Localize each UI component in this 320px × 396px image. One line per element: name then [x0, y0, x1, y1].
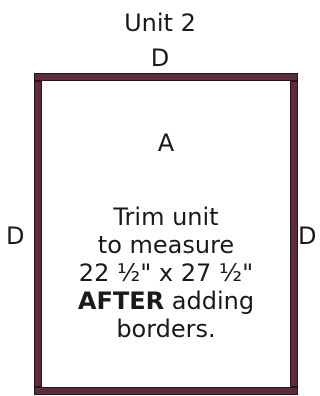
instruction-emphasis: AFTER [77, 287, 165, 315]
unit-title: Unit 2 [124, 9, 196, 37]
border-label-right: D [298, 222, 317, 250]
instruction-line-5: borders. [116, 315, 216, 343]
border-strip-top [34, 73, 298, 81]
trim-instructions: Trim unit to measure 22 ½" x 27 ½" AFTER… [42, 203, 290, 343]
unit-center-label: A [157, 129, 175, 157]
instruction-line-3: 22 ½" x 27 ½" [78, 259, 254, 287]
instruction-line-4: AFTER adding [42, 287, 290, 315]
instruction-line-4-rest: adding [164, 287, 255, 315]
border-strip-right [290, 81, 298, 387]
border-label-left: D [6, 222, 25, 250]
border-strip-left [34, 81, 42, 387]
instruction-line-2: to measure [97, 231, 235, 259]
unit-center-block: A Trim unit to measure 22 ½" x 27 ½" AFT… [42, 81, 290, 387]
instruction-line-1: Trim unit [113, 203, 219, 231]
border-strip-bottom [34, 387, 298, 395]
border-label-top: D [150, 44, 170, 72]
